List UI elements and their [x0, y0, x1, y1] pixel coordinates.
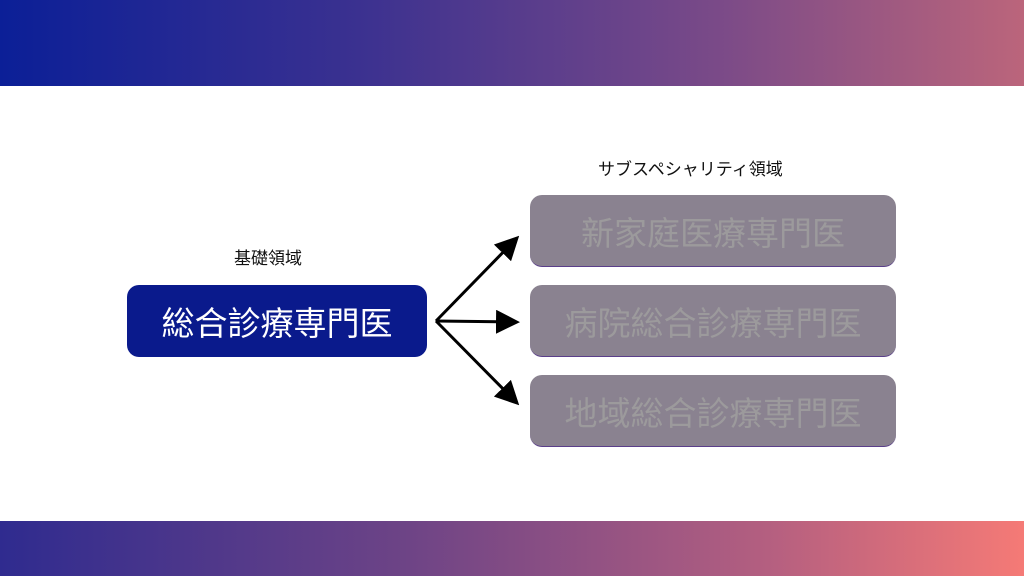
subspecialty-area-label: サブスペシャリティ領域	[598, 160, 783, 180]
foundation-area-label: 基礎領域	[234, 249, 302, 269]
sub-box-family-medicine: 新家庭医療専門医	[530, 195, 896, 267]
arrow-to-family	[434, 235, 520, 323]
general-practice-specialist-box: 総合診療専門医	[127, 285, 427, 357]
arrow-to-hospital	[435, 309, 520, 334]
sub-box-hospital-general: 病院総合診療専門医	[530, 285, 896, 357]
sub-box-community-general: 地域総合診療専門医	[530, 375, 896, 447]
header-gradient-band	[0, 0, 1024, 86]
footer-gradient-band	[0, 521, 1024, 576]
arrow-to-community	[434, 319, 520, 406]
